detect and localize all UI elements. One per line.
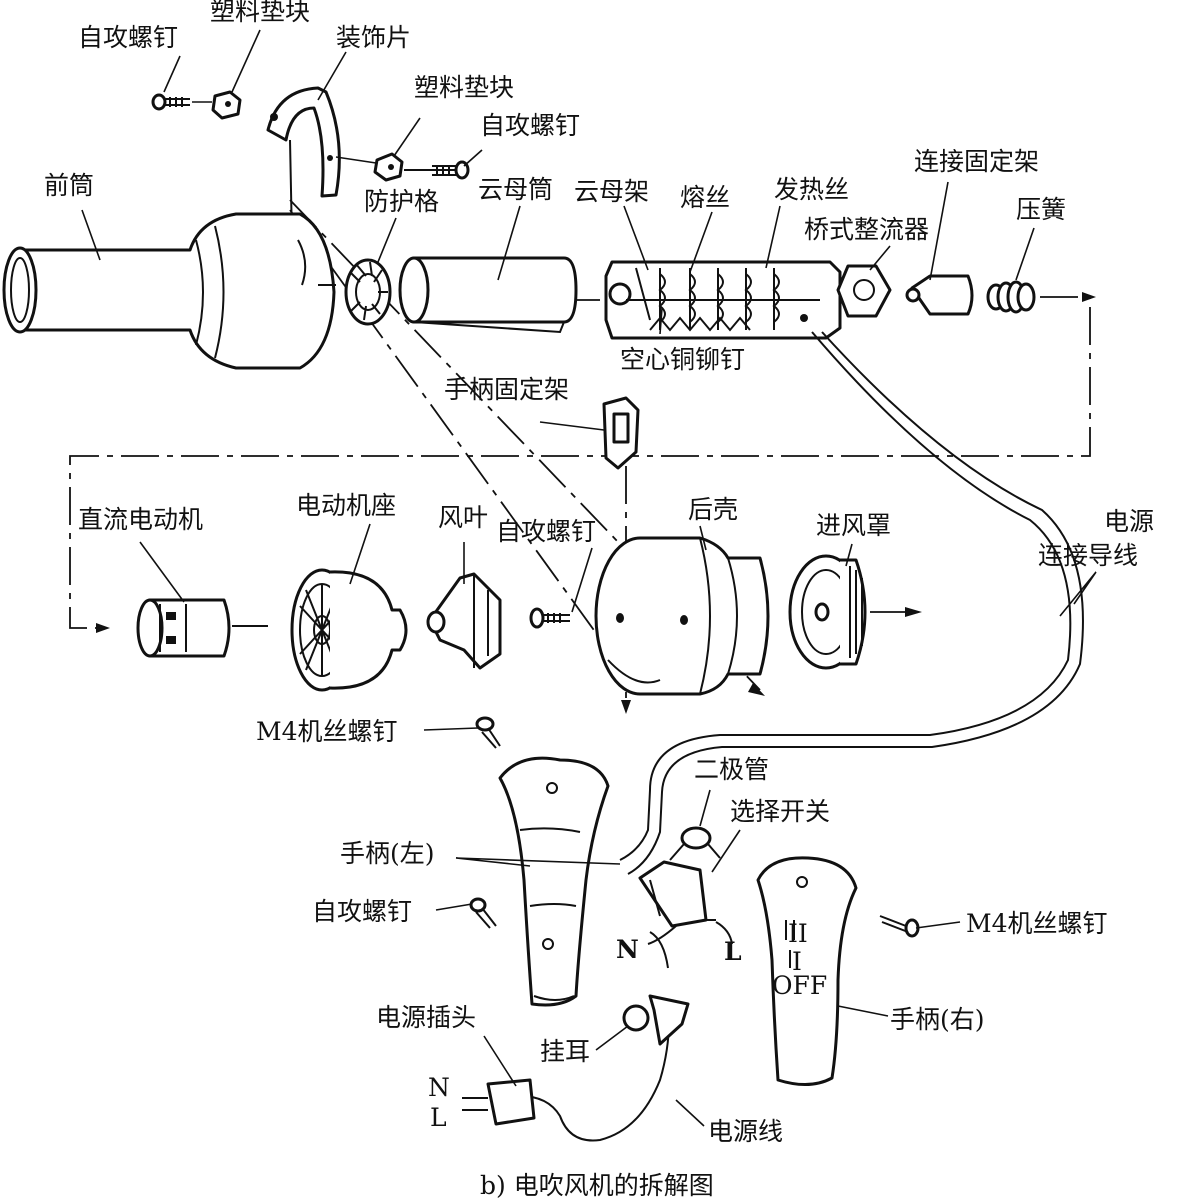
label-self-tap-screw-3: 自攻螺钉 <box>496 517 596 546</box>
label-plastic-pad-1: 塑料垫块 <box>210 0 310 26</box>
label-power-lead-1: 电源 <box>1104 507 1154 536</box>
label-fan-blade: 风叶 <box>438 503 488 532</box>
rear-shell <box>594 536 770 696</box>
label-bridge-rectifier: 桥式整流器 <box>804 215 929 244</box>
label-hollow-rivet: 空心铜铆钉 <box>620 345 745 374</box>
switch-mark-i: I <box>792 947 802 976</box>
bridge-rectifier <box>836 264 892 318</box>
compression-spring <box>986 280 1036 314</box>
guard-grille <box>344 258 392 326</box>
label-decor-piece: 装饰片 <box>336 23 411 52</box>
label-power-cord: 电源线 <box>708 1117 783 1146</box>
selector-switch <box>638 860 733 945</box>
switch-mark-off: OFF <box>772 971 827 1000</box>
label-hang-ring: 挂耳 <box>540 1037 590 1066</box>
dc-motor <box>136 598 268 658</box>
mica-tube <box>398 256 578 334</box>
label-motor-seat: 电动机座 <box>296 491 396 520</box>
plastic-pad-left <box>211 90 242 120</box>
label-dc-motor: 直流电动机 <box>78 505 203 534</box>
self-tap-screw-bottom <box>469 897 497 929</box>
mica-frame-heating-element <box>604 260 842 340</box>
front-barrel <box>2 212 336 370</box>
connect-bracket <box>905 274 974 316</box>
label-front-barrel: 前筒 <box>44 171 94 200</box>
label-fuse: 熔丝 <box>680 183 730 212</box>
air-inlet-cover <box>788 554 867 670</box>
self-tap-screw-top-right <box>404 160 470 180</box>
plastic-pad-right <box>373 152 404 182</box>
label-plastic-pad-2: 塑料垫块 <box>414 73 514 102</box>
label-connect-bracket: 连接固定架 <box>914 147 1039 176</box>
label-mica-tube: 云母筒 <box>478 175 553 204</box>
plug-pin-n: N <box>428 1073 450 1102</box>
label-diode: 二极管 <box>694 755 769 784</box>
self-tap-screw-top-left <box>151 93 190 111</box>
label-handle-left: 手柄(左) <box>340 839 435 868</box>
wire-mark-n: N <box>616 935 639 964</box>
figure-caption: b) 电吹风机的拆解图 <box>480 1171 714 1200</box>
label-guard-grille: 防护格 <box>364 187 439 216</box>
power-cord <box>519 931 670 1142</box>
plug-pin-l: L <box>430 1103 447 1132</box>
m4-screw-left <box>475 716 501 749</box>
label-self-tap-screw-4: 自攻螺钉 <box>312 897 412 926</box>
switch-mark-ii: II <box>788 919 808 948</box>
label-selector-switch: 选择开关 <box>730 797 830 826</box>
label-air-inlet-cover: 进风罩 <box>816 511 891 540</box>
self-tap-screw-middle <box>529 607 570 629</box>
label-handle-bracket: 手柄固定架 <box>444 375 569 404</box>
leader-lines <box>81 29 1097 1127</box>
label-heating-wire: 发热丝 <box>774 175 849 204</box>
part-labels: 自攻螺钉 塑料垫块 装饰片 塑料垫块 自攻螺钉 前筒 防护格 云母筒 云母架 熔… <box>44 0 1154 1146</box>
hang-ring <box>622 994 690 1046</box>
flow-arrowheads <box>96 292 1096 714</box>
label-m4-screw-right: M4机丝螺钉 <box>966 909 1108 938</box>
label-self-tap-screw-2: 自攻螺钉 <box>480 111 580 140</box>
m4-screw-right <box>879 915 920 938</box>
fan-blade <box>426 572 502 670</box>
label-power-lead-2: 连接导线 <box>1038 541 1138 570</box>
label-self-tap-screw-1: 自攻螺钉 <box>78 23 178 52</box>
handle-bracket <box>602 396 640 470</box>
power-plug <box>462 1078 536 1126</box>
wire-mark-l: L <box>724 937 742 966</box>
motor-seat <box>290 568 408 692</box>
diode <box>669 826 721 861</box>
label-spring: 压簧 <box>1016 195 1066 224</box>
power-connect-lead <box>619 331 1084 875</box>
label-handle-right: 手柄(右) <box>890 1005 985 1034</box>
label-rear-shell: 后壳 <box>688 495 738 524</box>
handle-right <box>756 856 858 1086</box>
label-power-plug: 电源插头 <box>376 1003 476 1032</box>
handle-left <box>498 756 610 1007</box>
label-m4-screw-left: M4机丝螺钉 <box>256 717 398 746</box>
label-mica-frame: 云母架 <box>574 177 649 206</box>
